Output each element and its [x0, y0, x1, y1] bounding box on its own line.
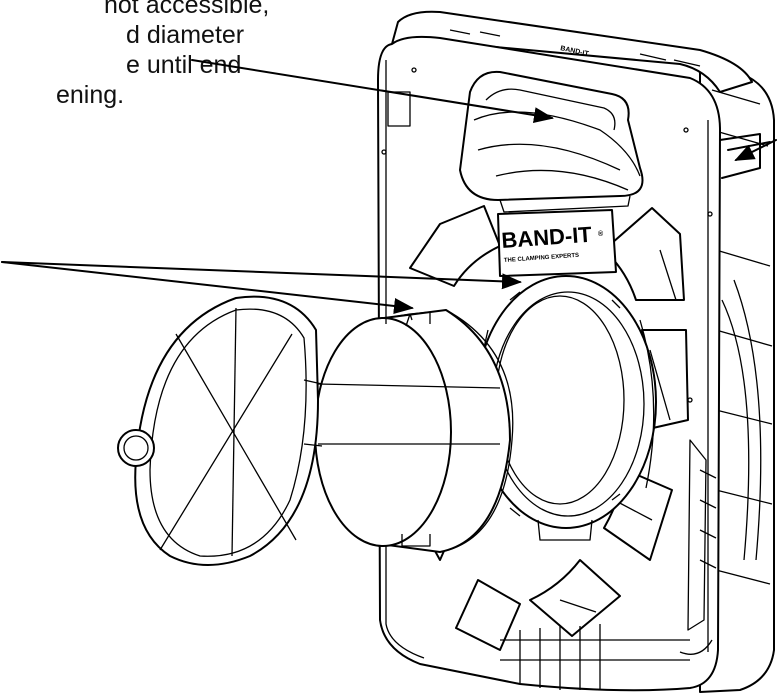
brand-logo: BAND-IT ® THE CLAMPING EXPERTS	[497, 209, 617, 277]
arrow-to-handle	[191, 59, 554, 124]
callout-line-4: ening.	[56, 81, 125, 109]
logo-tagline-text: THE CLAMPING EXPERTS	[504, 253, 580, 264]
core-cylinder	[314, 309, 514, 553]
logo-registered-mark: ®	[598, 230, 604, 238]
callout-text: not accessible, d diameter e until end e…	[0, 0, 269, 110]
arrow-to-hub	[1, 261, 522, 290]
leader-arrows	[1, 59, 777, 314]
handle-opening	[459, 70, 644, 213]
arrow-to-side	[734, 139, 777, 161]
callout-line-1: not accessible,	[104, 0, 270, 19]
arrow-to-core	[1, 261, 414, 314]
lid-disk	[117, 295, 323, 566]
callout-line-2: d diameter	[126, 21, 245, 49]
